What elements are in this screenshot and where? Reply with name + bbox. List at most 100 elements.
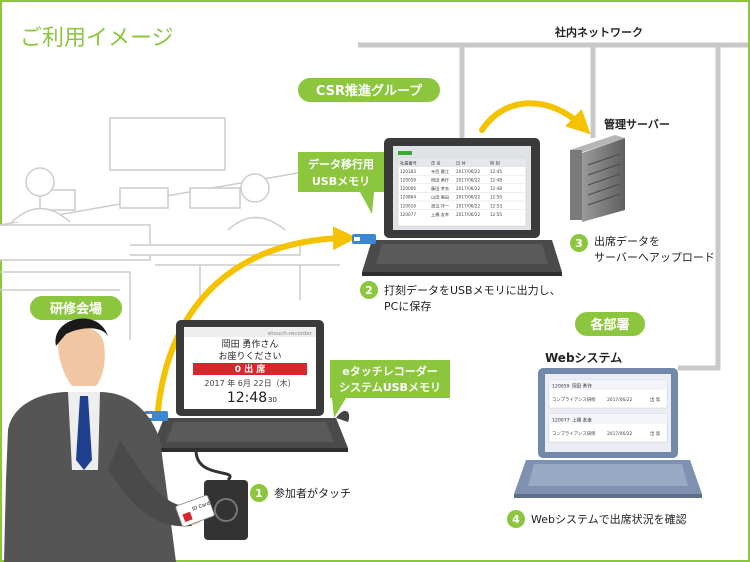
csr-table-cell: 2017/06/22 xyxy=(456,186,480,191)
csr-table-cell: 2017/06/22 xyxy=(456,169,480,174)
card-reader xyxy=(204,480,248,540)
svg-text:PCに保存: PCに保存 xyxy=(384,299,431,313)
touch-status: 0 出 席 xyxy=(235,363,266,375)
id-card: ID Card xyxy=(175,495,215,527)
csr-table-cell: 2017/06/22 xyxy=(456,195,480,200)
callout-usb-transfer: データ移行用 USBメモリ xyxy=(298,152,384,214)
csr-table-cell: 12:53 xyxy=(490,203,502,208)
web-record-id: 120059 xyxy=(552,383,570,389)
callout-usb-etouch: eタッチレコーダー システムUSBメモリ xyxy=(330,360,450,418)
csr-table-header: 氏 名 xyxy=(431,159,441,166)
svg-text:USBメモリ: USBメモリ xyxy=(312,175,370,188)
svg-text:打刻データをUSBメモリに出力し、: 打刻データをUSBメモリに出力し、 xyxy=(384,283,561,297)
csr-table-cell: 120183 xyxy=(400,169,416,174)
touch-seconds: 30 xyxy=(268,396,277,404)
csr-table-header-bg xyxy=(398,158,526,167)
csr-table-header: 社員番号 xyxy=(400,159,417,166)
step-2: 2 打刻データをUSBメモリに出力し、 PCに保存 xyxy=(360,281,561,313)
web-record-status: 出 席 xyxy=(650,396,661,403)
web-record-date: 2017/06/22 xyxy=(607,431,633,437)
web-record-name: 岡田 勇作 xyxy=(572,382,592,389)
svg-text:参加者がタッチ: 参加者がタッチ xyxy=(274,486,351,500)
network-label: 社内ネットワーク xyxy=(554,25,643,39)
svg-text:3: 3 xyxy=(575,237,583,250)
whiteboard xyxy=(109,117,226,171)
network-lines xyxy=(358,42,748,371)
presenter-suit xyxy=(4,392,176,562)
csr-table-cell: 上橋 友幸 xyxy=(431,211,449,218)
chair xyxy=(119,187,169,209)
csr-table-cell: 山田 美由 xyxy=(431,194,449,201)
csr-table-cell: 120016 xyxy=(400,203,416,208)
svg-text:CSR推進グループ: CSR推進グループ xyxy=(316,83,423,99)
svg-text:出席データを: 出席データを xyxy=(594,234,660,248)
usb-stick-touch xyxy=(144,411,168,421)
mouse xyxy=(336,410,350,422)
csr-table-cell: 12:45 xyxy=(490,169,502,174)
csr-table-cell: 12:48 xyxy=(490,178,502,183)
svg-text:研修会場: 研修会場 xyxy=(50,301,102,317)
csr-table-cell: 渡辺 洋一 xyxy=(431,202,449,209)
web-system-label: Webシステム xyxy=(545,351,622,365)
web-record-date: 2017/06/22 xyxy=(607,397,633,403)
csr-table-header: 日 付 xyxy=(456,159,466,166)
web-record-id: 120077 xyxy=(552,417,570,423)
svg-text:システムUSBメモリ: システムUSBメモリ xyxy=(339,381,441,394)
touch-message: お座りください xyxy=(218,350,281,362)
network-drop-web xyxy=(678,45,721,371)
svg-text:サーバーへアップロード: サーバーへアップロード xyxy=(594,251,715,264)
server-label: 管理サーバー xyxy=(604,117,670,131)
csr-table-cell: 120059 xyxy=(400,178,416,183)
touch-status-bar xyxy=(193,363,307,375)
touch-keyboard xyxy=(166,422,334,442)
etouch-logo: etouch-recorder xyxy=(268,331,313,337)
group-label-departments: 各部署 xyxy=(575,312,645,336)
presenter-face xyxy=(58,326,105,386)
desk-row xyxy=(0,271,131,340)
presenter-arm xyxy=(108,440,192,527)
svg-text:eタッチレコーダー: eタッチレコーダー xyxy=(342,364,437,378)
step-4: 4 Webシステムで出席状況を確認 xyxy=(507,510,687,528)
svg-text:各部署: 各部署 xyxy=(589,317,629,333)
csr-table-cell: 120006 xyxy=(400,186,416,191)
web-keyboard xyxy=(528,464,688,486)
presenter-hair xyxy=(55,318,108,346)
flow-arrows xyxy=(155,100,591,413)
touch-name: 岡田 勇作さん xyxy=(222,338,279,350)
csr-table-cell: 寺西 慶江 xyxy=(431,168,449,175)
audience-head xyxy=(25,167,55,197)
csr-data-table xyxy=(397,157,527,227)
svg-text:データ移行用: データ移行用 xyxy=(308,157,374,171)
svg-text:Webシステムで出席状況を確認: Webシステムで出席状況を確認 xyxy=(531,512,687,526)
web-record-status: 出 席 xyxy=(650,430,661,437)
arrow-usb-to-csr xyxy=(155,226,357,413)
csr-table-cell: 12:55 xyxy=(490,212,502,217)
step-1: 1 参加者がタッチ xyxy=(250,484,351,502)
audience-body xyxy=(227,216,286,231)
svg-text:4: 4 xyxy=(512,513,520,526)
csr-table-cell: 120077 xyxy=(400,212,416,217)
web-record-name: 上橋 友幸 xyxy=(572,416,592,423)
reader-cable xyxy=(194,449,232,482)
group-label-venue: 研修会場 xyxy=(30,296,122,320)
group-label-csr: CSR推進グループ xyxy=(298,78,440,102)
presenter-tie xyxy=(76,396,92,470)
csr-table-header: 時 刻 xyxy=(490,159,500,166)
seminar-room-background xyxy=(0,117,340,340)
desk-row xyxy=(130,244,301,256)
server xyxy=(570,135,625,222)
csr-laptop: 社員番号 氏 名 日 付 時 刻 120183 寺西 慶江 2017/06/22 12:45 1… xyxy=(362,138,562,276)
csr-table-cell: 2017/06/22 xyxy=(456,178,480,183)
csr-table-cell: 12:50 xyxy=(490,195,502,200)
csr-table-cell: 岡田 勇作 xyxy=(431,177,450,184)
audience-body xyxy=(11,207,71,223)
chair xyxy=(39,189,76,211)
csr-table-cell: 2017/06/22 xyxy=(456,203,480,208)
csr-keyboard xyxy=(376,244,548,264)
csr-table-cell: 藤田 孝充 xyxy=(431,185,449,192)
